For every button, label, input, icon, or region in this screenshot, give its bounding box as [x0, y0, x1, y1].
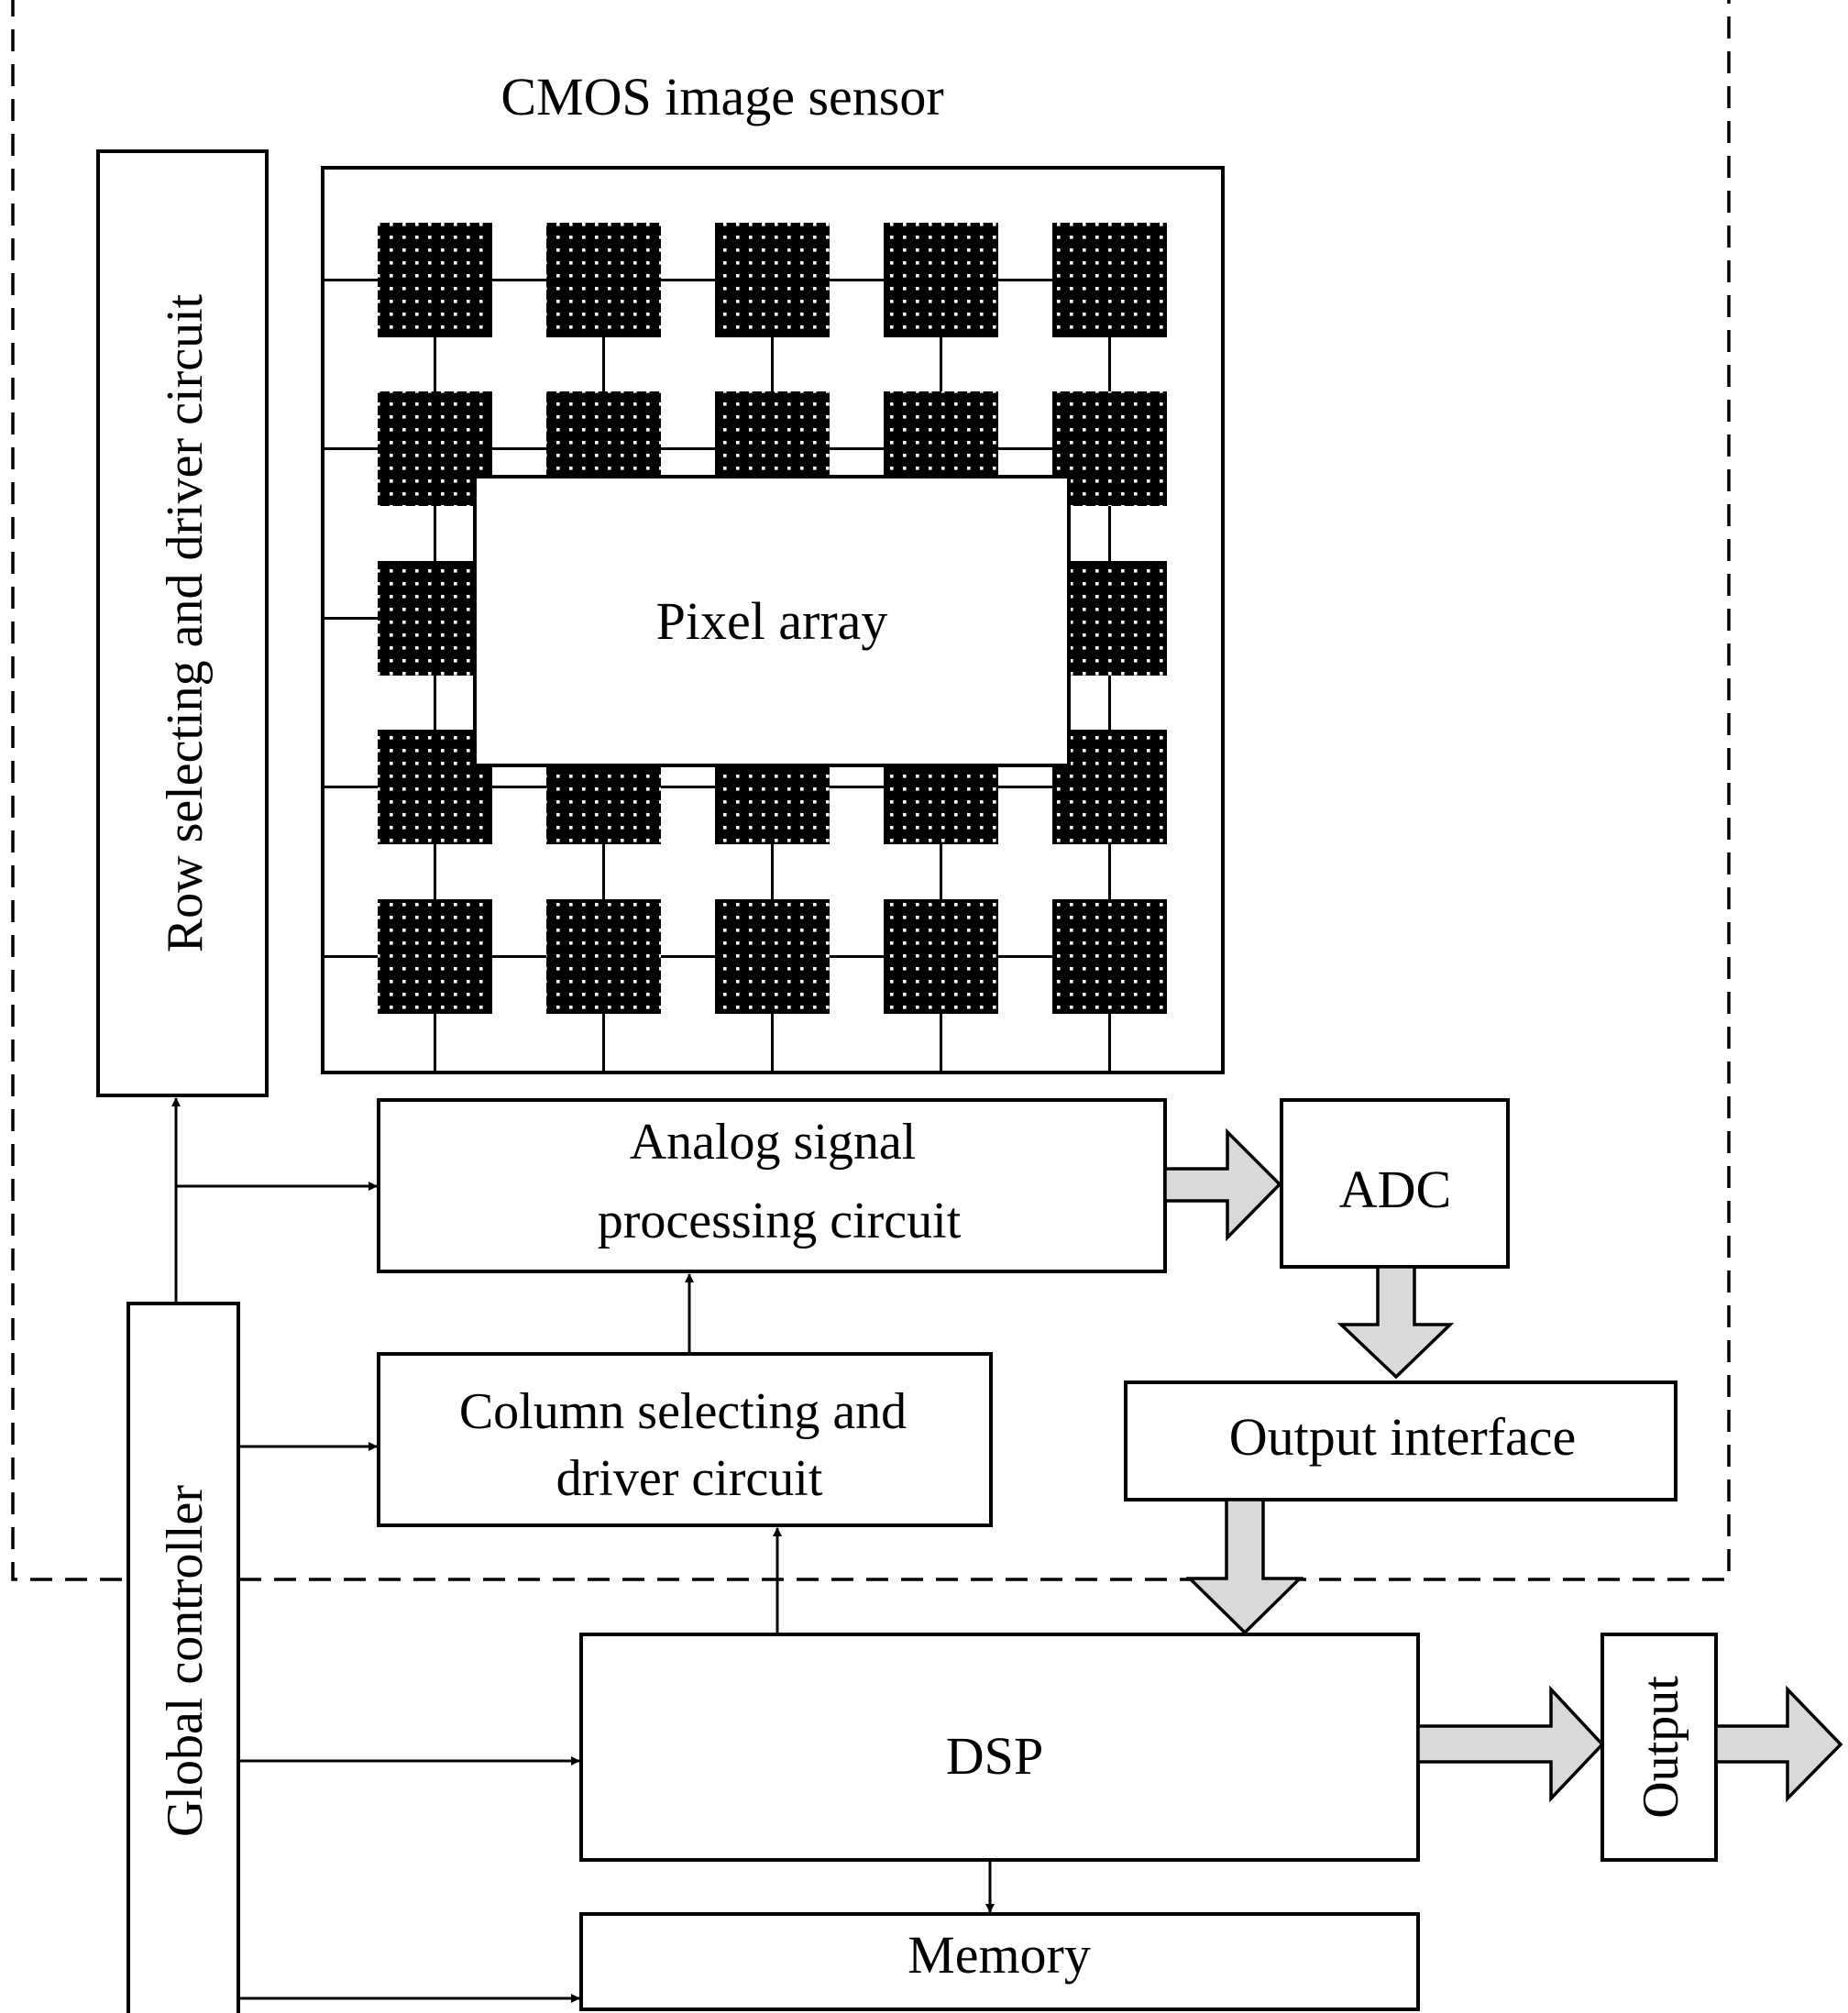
arrow-adc-to-output-interface: [1336, 1265, 1455, 1380]
pixel-cell: [546, 223, 661, 337]
dsp-label: DSP: [946, 1726, 1043, 1786]
output-box: [1600, 1633, 1718, 1862]
pixel-array-label-box: [473, 475, 1071, 767]
pixel-cell: [378, 899, 492, 1014]
row-driver-label: Row selecting and driver circuit: [157, 293, 214, 952]
pixel-cell: [1052, 391, 1167, 506]
pixel-cell: [1052, 223, 1167, 337]
memory-label: Memory: [908, 1925, 1091, 1985]
analog-line-2: processing circuit: [598, 1193, 962, 1249]
pixel-array-label: Pixel array: [656, 591, 888, 651]
pixel-cell: [378, 223, 492, 337]
analog-line-1: Analog signal: [630, 1114, 917, 1171]
pixel-cell: [715, 899, 830, 1014]
arrow-output-out: [1714, 1685, 1843, 1803]
output-interface-label: Output interface: [1229, 1407, 1576, 1467]
memory-box: [579, 1912, 1420, 2011]
global-controller-box: [126, 1302, 240, 2013]
output-interface-box: [1124, 1380, 1678, 1502]
column-driver-label: Column selecting and driver circuit: [459, 1383, 919, 1507]
adc-label: ADC: [1339, 1160, 1451, 1219]
pixel-cell: [715, 223, 830, 337]
analog-processing-label: Analog signal processing circuit: [598, 1114, 962, 1249]
pixel-cell: [884, 899, 998, 1014]
global-controller-label: Global controller: [157, 1485, 214, 1837]
sensor-boundary: [11, 0, 1731, 1581]
data-path-arrows: [1163, 1128, 1843, 1803]
pixel-cell: [1052, 561, 1167, 676]
arrow-dsp-to-output: [1416, 1685, 1605, 1803]
control-arrows: [171, 1097, 995, 2003]
output-label: Output: [1633, 1676, 1689, 1819]
analog-processing-box: [377, 1098, 1167, 1273]
adc-box: [1280, 1098, 1510, 1269]
column-line-1: Column selecting and: [459, 1383, 907, 1440]
column-driver-box: [377, 1352, 993, 1527]
sensor-label: CMOS image sensor: [500, 67, 943, 126]
pixel-cell: [884, 223, 998, 337]
pixel-cell: [546, 899, 661, 1014]
arrow-output-interface-to-dsp: [1185, 1498, 1304, 1635]
dsp-box: [579, 1633, 1420, 1862]
pixel-cell: [1052, 899, 1167, 1014]
column-line-2: driver circuit: [556, 1450, 823, 1507]
arrow-analog-to-adc: [1163, 1128, 1282, 1242]
row-driver-box: [96, 149, 269, 1097]
pixel-cell: [1052, 730, 1167, 844]
